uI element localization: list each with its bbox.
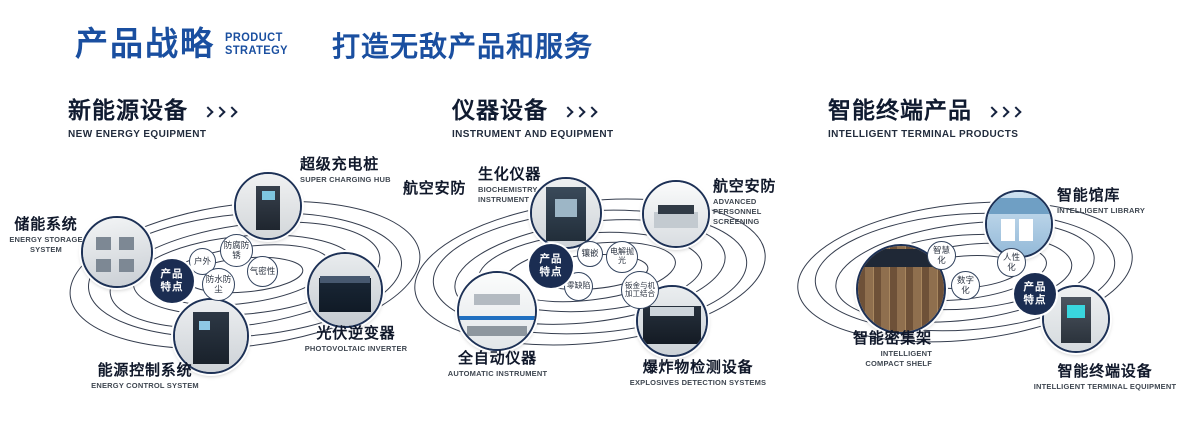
page-title-english: PRODUCT STRATEGY: [225, 31, 288, 56]
feature-badge: 产品特点: [1014, 273, 1056, 315]
energy-storage-image: [81, 216, 153, 288]
photovoltaic-inverter-image: [307, 252, 383, 328]
section-subtitle: INTELLIGENT TERMINAL PRODUCTS: [828, 129, 1019, 141]
product-name-english: INTELLIGENT COMPACT SHELF: [865, 349, 932, 368]
instrument-cluster: 产品特点 镶嵌 电解抛光 零缺陷 钣金与机加工结合 航空安防 生化仪器 BIOC…: [400, 150, 820, 422]
product-label-biochemistry-instrument: 生化仪器 BIOCHEMISTRY INSTRUMENT: [478, 166, 578, 205]
section-subtitle: NEW ENERGY EQUIPMENT: [68, 129, 207, 141]
product-label-personnel-screening: 航空安防 ADVANCED PERSONNEL SCREENING: [713, 178, 818, 227]
product-name: 智能密集架: [852, 330, 932, 347]
automatic-instrument-image: [457, 271, 537, 351]
product-name-english: BIOCHEMISTRY INSTRUMENT: [478, 185, 538, 204]
product-name-english: ENERGY STORAGE SYSTEM: [9, 235, 83, 254]
personnel-screening-photo: [644, 182, 708, 246]
product-name-english: ENERGY CONTROL SYSTEM: [91, 381, 199, 391]
energy-storage-photo: [83, 218, 151, 286]
feature-bubble: 防水防尘: [202, 268, 235, 301]
section-title: 智能终端产品: [828, 97, 972, 123]
product-name: 智能终端设备: [1057, 363, 1153, 380]
product-name-english: INTELLIGENT LIBRARY: [1057, 206, 1146, 216]
photovoltaic-inverter-photo: [309, 254, 381, 326]
section-header-new-energy: 新能源设备 NEW ENERGY EQUIPMENT: [68, 97, 238, 141]
feature-bubble: 气密性: [247, 256, 278, 287]
product-label-intelligent-terminal-equipment: 智能终端设备 INTELLIGENT TERMINAL EQUIPMENT: [1020, 363, 1190, 392]
product-label-energy-storage: 储能系统 ENERGY STORAGE SYSTEM: [0, 216, 92, 255]
intelligent-terminal-cluster: 产品特点 智慧化 人性化 数字化 智能馆库 INTELLIGENT LIBRAR…: [790, 150, 1200, 422]
product-label-energy-control-system: 能源控制系统 ENERGY CONTROL SYSTEM: [75, 362, 215, 391]
feature-bubble: 钣金与机加工结合: [621, 271, 659, 309]
feature-bubble: 电解抛光: [606, 241, 638, 273]
feature-bubble: 镶嵌: [577, 241, 603, 267]
feature-bubble: 户外: [189, 248, 216, 275]
product-name: 储能系统: [14, 216, 78, 233]
intelligent-library-photo: [987, 192, 1051, 256]
section-header-intelligent-terminal: 智能终端产品 INTELLIGENT TERMINAL PRODUCTS: [828, 97, 1022, 141]
product-label-explosives-detection: 爆炸物检测设备 EXPLOSIVES DETECTION SYSTEMS: [618, 359, 778, 388]
product-name-english: PHOTOVOLTAIC INVERTER: [304, 344, 408, 354]
product-name-english: EXPLOSIVES DETECTION SYSTEMS: [629, 378, 767, 388]
feature-bubble: 零缺陷: [564, 272, 593, 301]
triple-chevron-icon: [984, 105, 1022, 118]
triple-chevron-icon: [200, 105, 238, 118]
product-name: 光伏逆变器: [316, 325, 396, 342]
feature-bubble: 智慧化: [927, 241, 956, 270]
product-name: 能源控制系统: [97, 362, 193, 379]
section-title: 新能源设备: [68, 97, 188, 123]
product-label-intelligent-compact-shelf: 智能密集架 INTELLIGENT COMPACT SHELF: [816, 330, 932, 369]
product-name-english: AUTOMATIC INSTRUMENT: [447, 369, 548, 379]
triple-chevron-icon: [560, 105, 598, 118]
product-label-super-charging-hub: 超级充电桩 SUPER CHARGING HUB: [300, 156, 420, 185]
product-name-english: INTELLIGENT TERMINAL EQUIPMENT: [1033, 382, 1177, 392]
product-label-automatic-instrument: 全自动仪器 AUTOMATIC INSTRUMENT: [435, 350, 560, 379]
product-name-english: ADVANCED PERSONNEL SCREENING: [713, 197, 762, 226]
biochemistry-instrument-image: [530, 177, 602, 249]
new-energy-cluster: 产品特点 户外 防腐防锈 防水防尘 气密性 储能系统 ENERGY STORAG…: [0, 150, 460, 422]
brand-header: 产品战略 PRODUCT STRATEGY: [75, 27, 293, 60]
feature-badge-label: 产品特点: [539, 253, 563, 278]
feature-badge-label: 产品特点: [1023, 281, 1047, 306]
product-name: 爆炸物检测设备: [642, 359, 754, 376]
biochemistry-instrument-photo: [532, 179, 600, 247]
aviation-security-label: 航空安防: [403, 180, 467, 197]
automatic-instrument-photo: [459, 273, 535, 349]
product-name: 超级充电桩: [300, 156, 380, 173]
product-name: 全自动仪器: [457, 350, 537, 367]
super-charging-hub-image: [234, 172, 302, 240]
product-label-intelligent-library: 智能馆库 INTELLIGENT LIBRARY: [1057, 187, 1177, 216]
energy-control-system-photo: [175, 300, 247, 372]
feature-badge: 产品特点: [150, 259, 194, 303]
product-name: 生化仪器: [478, 166, 542, 183]
feature-bubble: 人性化: [997, 248, 1026, 277]
product-name: 智能馆库: [1057, 187, 1121, 204]
slogan: 打造无敌产品和服务: [332, 31, 594, 62]
page-title: 产品战略: [75, 25, 215, 62]
product-name-english: SUPER CHARGING HUB: [300, 175, 391, 185]
section-header-instrument: 仪器设备 INSTRUMENT AND EQUIPMENT: [452, 97, 614, 141]
product-label-photovoltaic-inverter: 光伏逆变器 PHOTOVOLTAIC INVERTER: [296, 325, 416, 354]
section-subtitle: INSTRUMENT AND EQUIPMENT: [452, 129, 614, 141]
section-title: 仪器设备: [452, 97, 548, 123]
page-title-en-line1: PRODUCT: [225, 30, 283, 44]
page-title-en-line2: STRATEGY: [225, 42, 288, 57]
feature-bubble: 数字化: [951, 271, 980, 300]
feature-bubble: 防腐防锈: [220, 234, 253, 267]
intelligent-library-image: [985, 190, 1053, 258]
product-name: 航空安防: [713, 178, 777, 195]
feature-badge-label: 产品特点: [160, 268, 184, 293]
feature-badge: 产品特点: [529, 244, 573, 288]
personnel-screening-image: [642, 180, 710, 248]
super-charging-hub-photo: [236, 174, 300, 238]
energy-control-system-image: [173, 298, 249, 374]
